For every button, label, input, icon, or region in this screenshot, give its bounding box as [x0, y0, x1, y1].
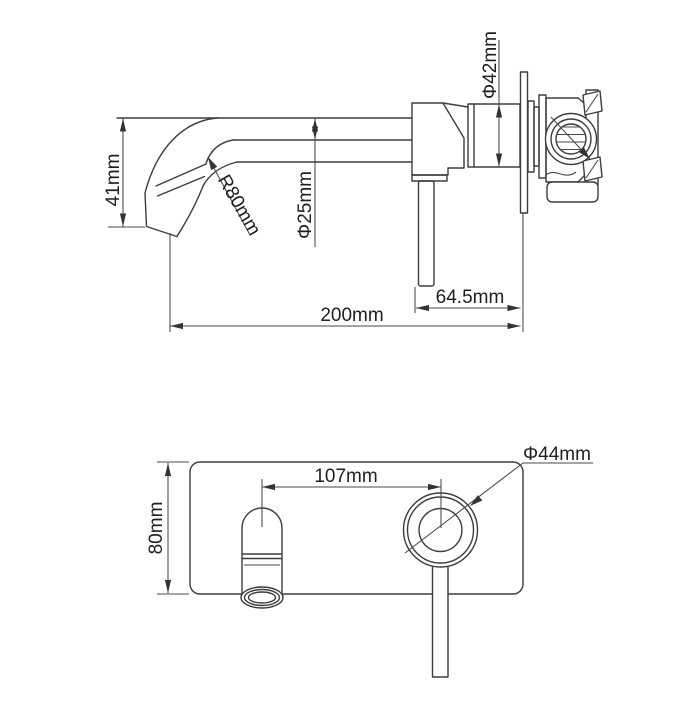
dim-label-r80mm: R80mm [213, 171, 264, 239]
dim-label-64-5mm: 64.5mm [436, 287, 505, 308]
mixer-block-top-slant [442, 102, 469, 108]
arrow-64-5-left [416, 304, 429, 312]
side-view: 41mm Φ25mm Φ42mm R80mm 64.5mm 200mm [103, 31, 603, 332]
arrow-42-top [495, 104, 503, 118]
leader-line-r80 [207, 156, 251, 236]
handle-hub [411, 174, 448, 182]
arrow-41-bottom [119, 213, 127, 227]
valve-ring-1 [527, 100, 535, 173]
valve-inlet-inner [555, 123, 587, 155]
arrow-200-right [507, 322, 521, 330]
arrow-41-top [119, 118, 127, 132]
arrow-107-right [428, 483, 441, 491]
trim-collar [467, 103, 521, 168]
valve-screw-top-slot [585, 93, 599, 113]
spout-inner-curve [176, 161, 238, 238]
arrow-80-bottom [164, 580, 172, 593]
arrow-r80 [208, 157, 218, 171]
valve-inlet-mid [550, 118, 592, 160]
arrow-64-5-right [507, 304, 521, 312]
leader-line-44 [404, 462, 524, 554]
valve-screw-bottom-slot [585, 159, 599, 179]
mixer-body-block [411, 102, 465, 176]
front-view: 80mm 107mm Φ44mm [146, 444, 593, 678]
handle-lever [417, 180, 435, 287]
spout-middle-curve [205, 139, 234, 165]
arrow-107-left [262, 483, 275, 491]
arrow-25-bottom [311, 126, 319, 140]
arrow-200-left [170, 322, 183, 330]
backplate [189, 461, 524, 595]
dim-label-200mm: 200mm [320, 305, 383, 326]
nozzle-ring-1 [155, 163, 207, 187]
dim-label-80mm: 80mm [146, 502, 167, 555]
valve-body-contour [545, 171, 577, 176]
handle-stem-front [431, 555, 449, 678]
wall-plate-side [519, 71, 529, 214]
dim-label-107mm: 107mm [314, 466, 377, 487]
nozzle-ring-2 [156, 175, 206, 197]
spout-outlet-mid [243, 588, 281, 607]
arrow-80-top [164, 463, 172, 476]
spout-outer-curve [144, 117, 218, 238]
dim-label-41mm: 41mm [103, 154, 124, 207]
spout-outlet-outer [240, 586, 284, 609]
valve-diagonal-arrow [578, 147, 590, 159]
arrow-44 [470, 495, 483, 506]
dim-label-44mm: Φ44mm [523, 444, 591, 465]
spout-outlet-inner [247, 591, 277, 604]
dim-label-25mm: Φ25mm [295, 171, 316, 239]
dim-label-42mm: Φ42mm [480, 31, 501, 99]
valve-ring-2 [533, 106, 540, 167]
arrow-42-bottom [495, 153, 503, 167]
valve-bottom-block [546, 181, 599, 203]
